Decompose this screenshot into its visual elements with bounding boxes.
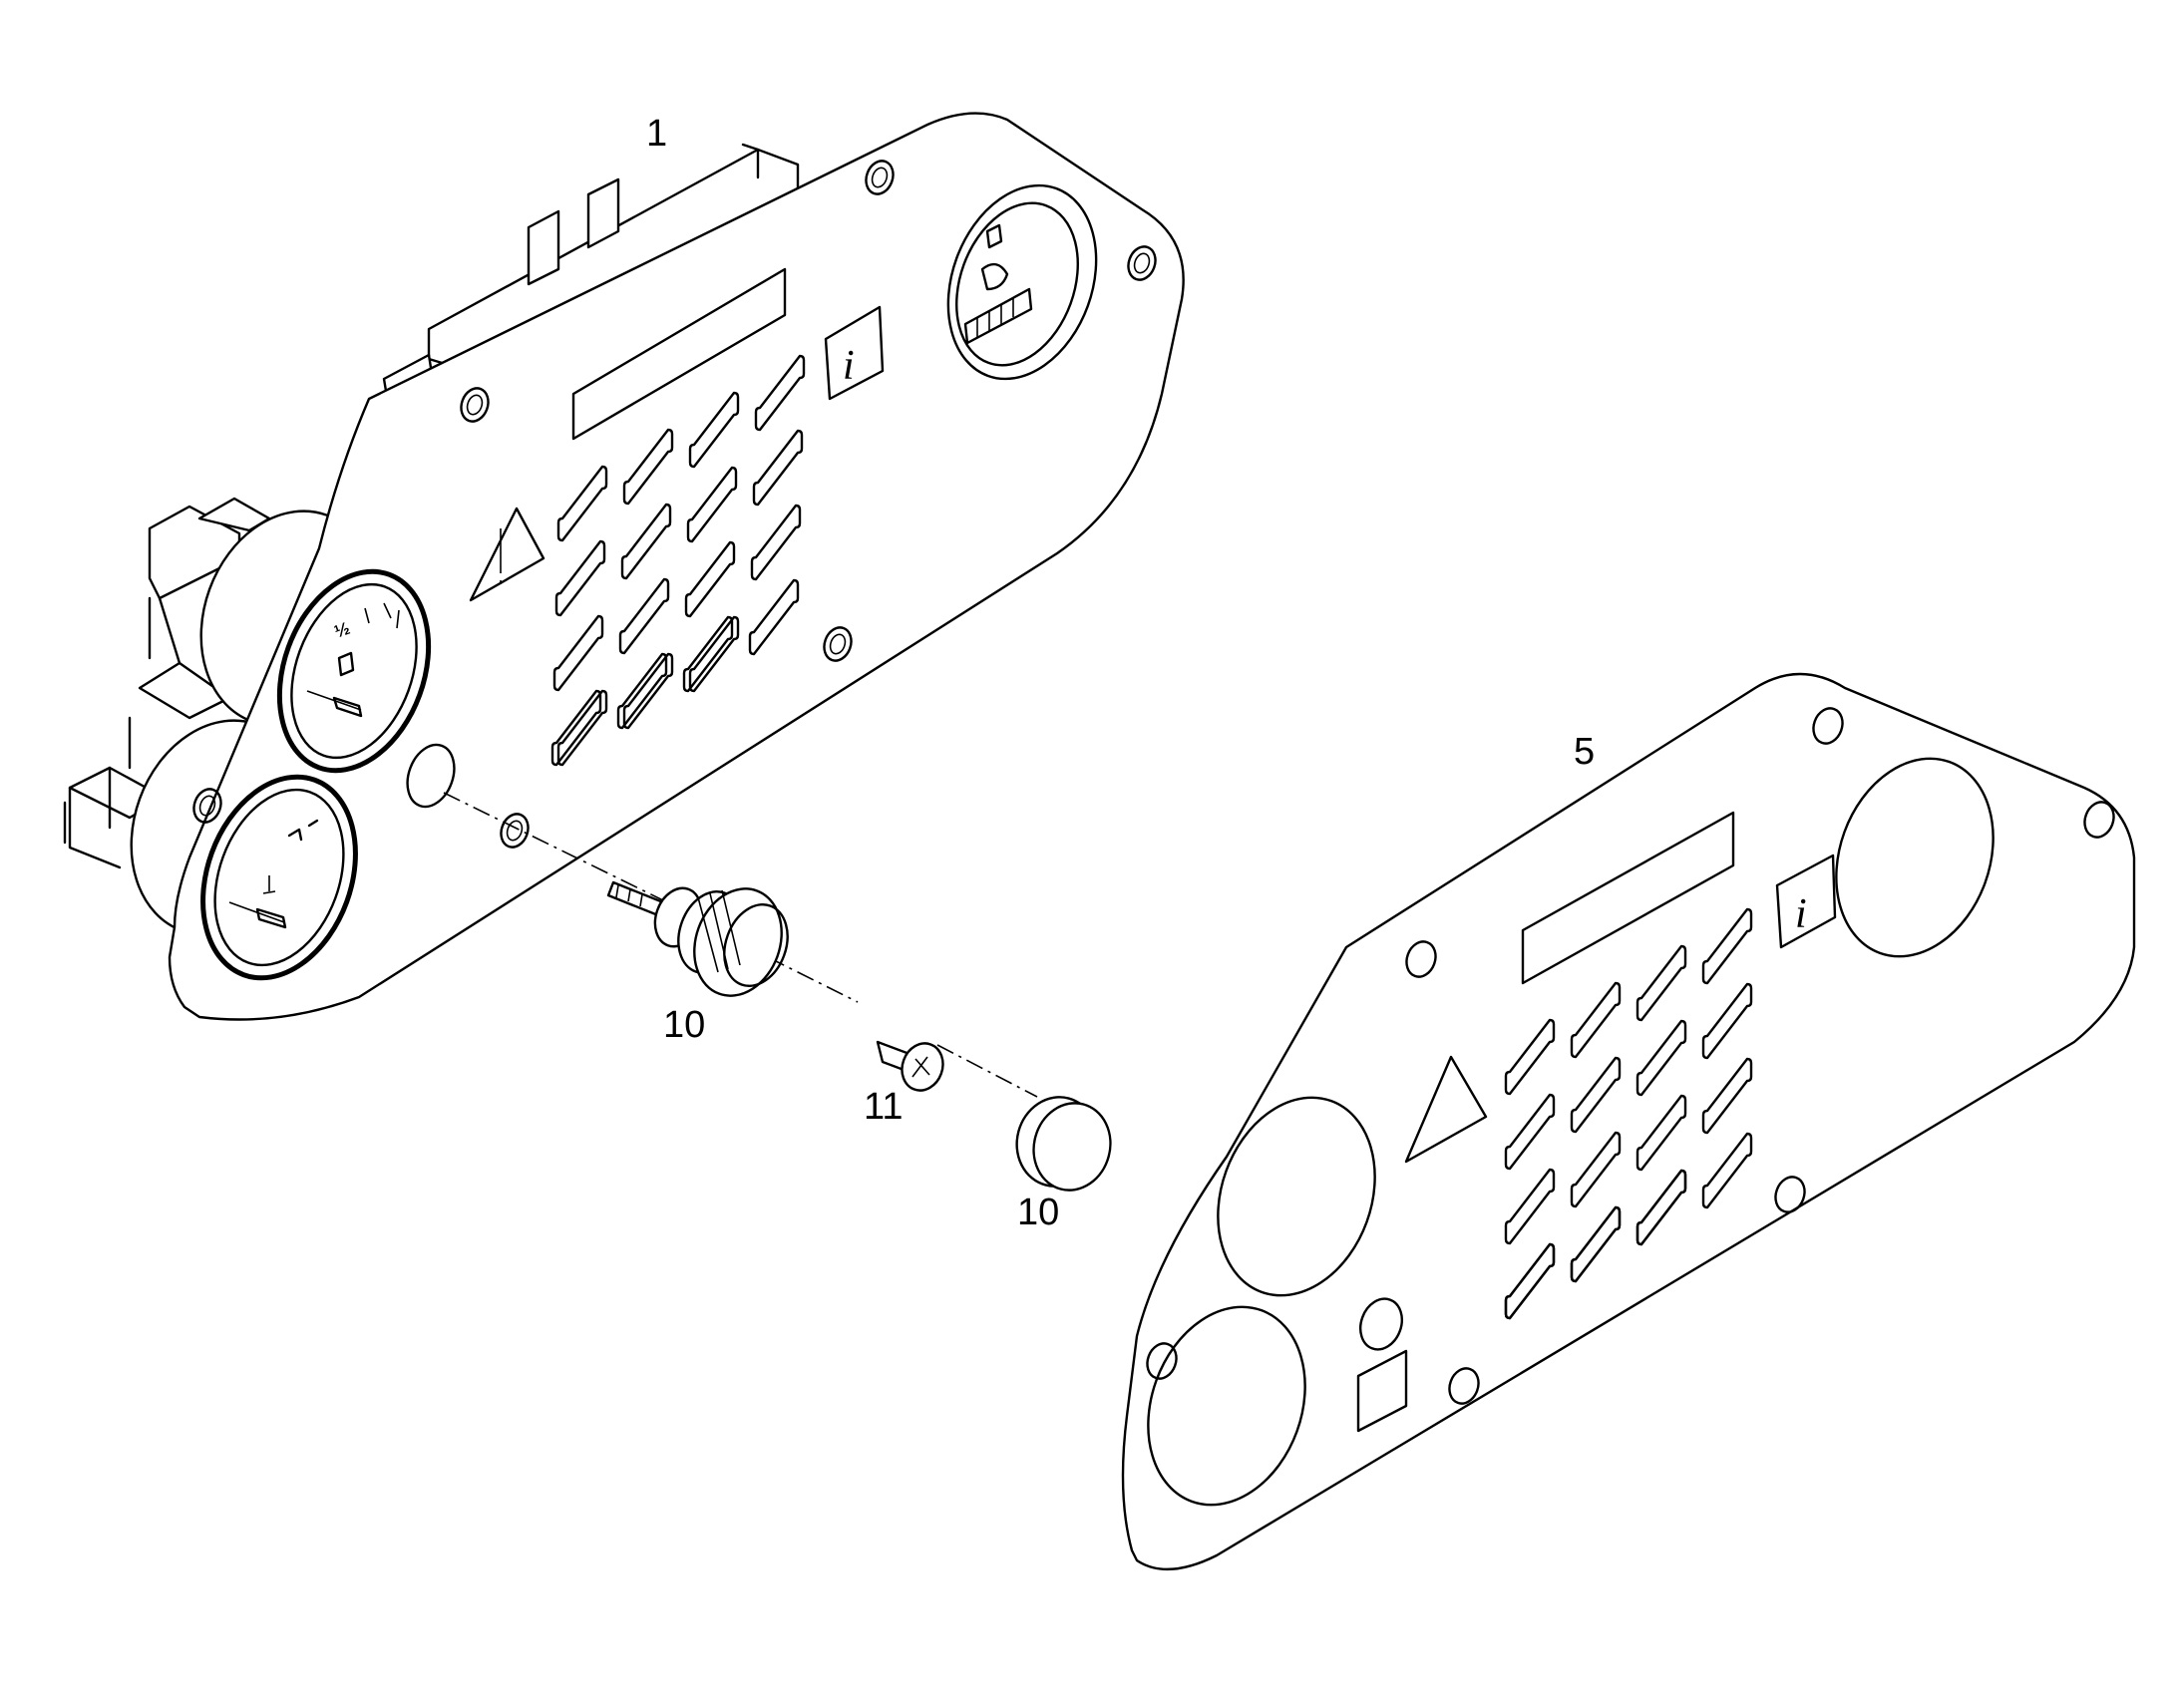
callout-bulb: 11 [864, 1086, 903, 1128]
svg-text:½: ½ [332, 618, 353, 642]
keypad-key [1570, 1056, 1622, 1134]
keypad-key [752, 429, 804, 507]
callout-instrument-panel: 1 [646, 113, 667, 155]
keypad-key [1635, 1094, 1687, 1172]
keypad-key [1504, 1242, 1556, 1320]
keypad-key [1635, 1169, 1687, 1246]
mounting-hole [192, 788, 222, 824]
gauge-cutout [1147, 1305, 1306, 1507]
bulb-part [876, 1040, 944, 1092]
keypad-key [1570, 1131, 1622, 1208]
gauge-cutout [1217, 1096, 1376, 1297]
fuel-gauge: ½ [276, 568, 432, 774]
info-icon: i [1775, 854, 1837, 949]
gasket-hole [1405, 940, 1437, 978]
top-right-gauge [946, 183, 1098, 381]
panel-gasket: i [1121, 672, 2136, 1570]
keypad-key [750, 504, 802, 581]
keypad-key [556, 689, 608, 767]
keypad-key [618, 577, 670, 655]
warning-triangle-icon [1404, 1055, 1488, 1164]
temperature-gauge [200, 774, 358, 981]
keypad-key [552, 614, 604, 692]
keypad-key [1504, 1018, 1556, 1096]
keypad-key [556, 465, 608, 542]
keypad-key [554, 539, 606, 617]
gasket-hole [1146, 1342, 1178, 1380]
gasket-hole [1812, 707, 1844, 745]
gasket-square-cutout [1356, 1349, 1408, 1433]
panel-face [168, 112, 1185, 1021]
keypad-key [688, 615, 740, 693]
keypad-key [1701, 1132, 1753, 1209]
lamp-hole [406, 743, 456, 809]
gasket-keypad [1504, 907, 1753, 1320]
display-window [571, 267, 787, 441]
svg-text:i: i [843, 343, 855, 389]
callout-lens-cap: 10 [1017, 1192, 1059, 1233]
gasket-outline [1121, 672, 2136, 1570]
instrument-panel-assembly: i ½ [63, 112, 1185, 1021]
panel-mounting-holes [192, 160, 1157, 849]
keypad-key [1701, 1057, 1753, 1135]
gasket-hole [1448, 1367, 1480, 1405]
mounting-hole [823, 626, 853, 662]
info-icon: i [824, 305, 885, 401]
callout-gasket: 5 [1574, 731, 1595, 773]
keypad-key [754, 354, 806, 432]
mounting-hole [865, 160, 895, 195]
mounting-hole [460, 387, 490, 423]
keypad-key [1701, 982, 1753, 1060]
keypad-key [686, 466, 738, 543]
keypad-key [622, 428, 674, 506]
callout-socket: 10 [663, 1004, 705, 1046]
gauge-cutout [1835, 757, 1995, 958]
keypad-key [1570, 981, 1622, 1059]
keypad-key [684, 540, 736, 618]
bulb-socket-part [606, 880, 789, 997]
keypad-key [1635, 944, 1687, 1022]
keypad-key [622, 652, 674, 730]
keypad-key [1504, 1093, 1556, 1171]
warning-triangle-icon [469, 507, 545, 602]
svg-text:i: i [1795, 891, 1807, 937]
mounting-hole [500, 813, 530, 849]
keypad [550, 354, 806, 767]
gasket-hole [2083, 801, 2115, 839]
keypad-key [1635, 1019, 1687, 1097]
keypad-key [748, 578, 800, 656]
lens-cap-part [1015, 1096, 1112, 1192]
gasket-hole [1774, 1176, 1806, 1213]
keypad-key [1504, 1168, 1556, 1245]
keypad-key [1570, 1205, 1622, 1283]
keypad-key [620, 503, 672, 580]
gasket-hole [1359, 1297, 1403, 1351]
mounting-hole [1127, 245, 1157, 281]
gasket-display-window [1521, 811, 1735, 985]
keypad-key [1701, 907, 1753, 985]
keypad-key [688, 391, 740, 469]
